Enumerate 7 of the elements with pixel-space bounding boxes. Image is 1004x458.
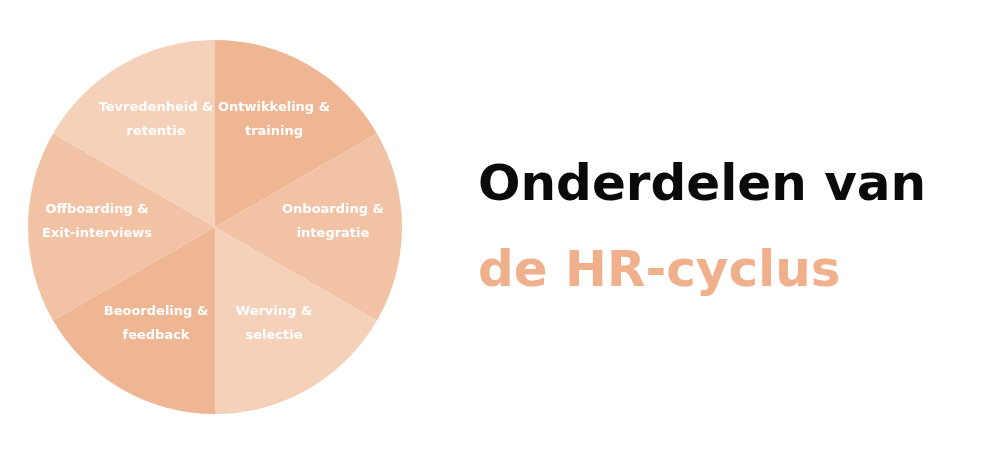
segment-label: Onboarding & integratie	[281, 200, 385, 242]
segment-label: Tevredenheid & retentie	[97, 97, 215, 140]
segment-label: Ontwikkeling & training	[216, 97, 332, 140]
segment-label: Offboarding & Exit-interviews	[41, 200, 153, 242]
segment-label: Beoordeling & feedback	[102, 302, 210, 345]
segment-label: Werving & selectie	[234, 302, 314, 345]
title: Onderdelen van de HR-cyclus	[478, 153, 928, 300]
